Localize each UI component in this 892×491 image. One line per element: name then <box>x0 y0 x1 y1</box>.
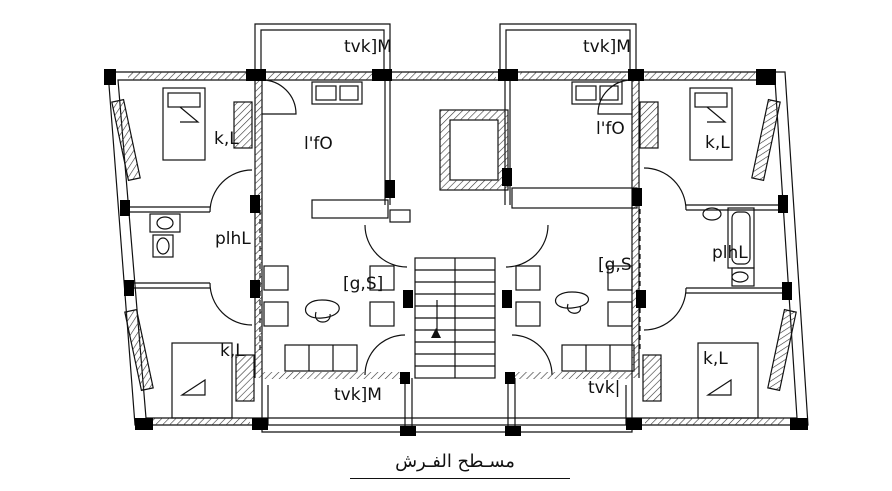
kitchen-counter-right <box>511 187 638 209</box>
door-right-top <box>597 79 633 115</box>
label-reception-left: [g,S] <box>343 274 383 294</box>
label-bedroom-right-bottom: k,L <box>703 349 728 369</box>
label-balcony-left-bottom: tvk]M <box>334 385 382 405</box>
balcony-left-top <box>254 23 391 72</box>
label-reception-right: [g,S <box>598 255 632 275</box>
label-bath-right: plhL <box>712 243 748 263</box>
label-bedroom-right-top: k,L <box>705 133 730 153</box>
title-underline <box>350 478 570 479</box>
balcony-right-top <box>499 23 637 72</box>
label-bedroom-left-top: k,L <box>214 129 239 149</box>
kitchen-sink-right <box>571 81 623 105</box>
label-bedroom-left-bottom: k,L <box>220 341 245 361</box>
sofa-left <box>284 344 358 372</box>
kitchen-sink-left <box>311 81 363 105</box>
kitchen-counter-left <box>311 199 389 219</box>
label-balcony-left-top: tvk]M <box>344 37 392 57</box>
balcony-left-bottom <box>261 378 405 433</box>
drawing-title: مسـطح الفـرش <box>395 451 515 472</box>
bed-left-top <box>162 87 206 161</box>
outer-wall <box>107 71 809 426</box>
sofa-right <box>561 344 635 372</box>
label-bath-left: plhL <box>215 229 251 249</box>
door-left-top <box>261 79 297 115</box>
label-kitchen-left: l'fO <box>304 134 333 154</box>
label-balcony-right-top: tvk]M <box>583 37 631 57</box>
label-balcony-right-bottom: tvk| <box>588 378 620 398</box>
label-kitchen-right: l'fO <box>596 119 625 139</box>
bed-right-top <box>689 87 733 161</box>
balcony-right-bottom <box>515 378 633 433</box>
